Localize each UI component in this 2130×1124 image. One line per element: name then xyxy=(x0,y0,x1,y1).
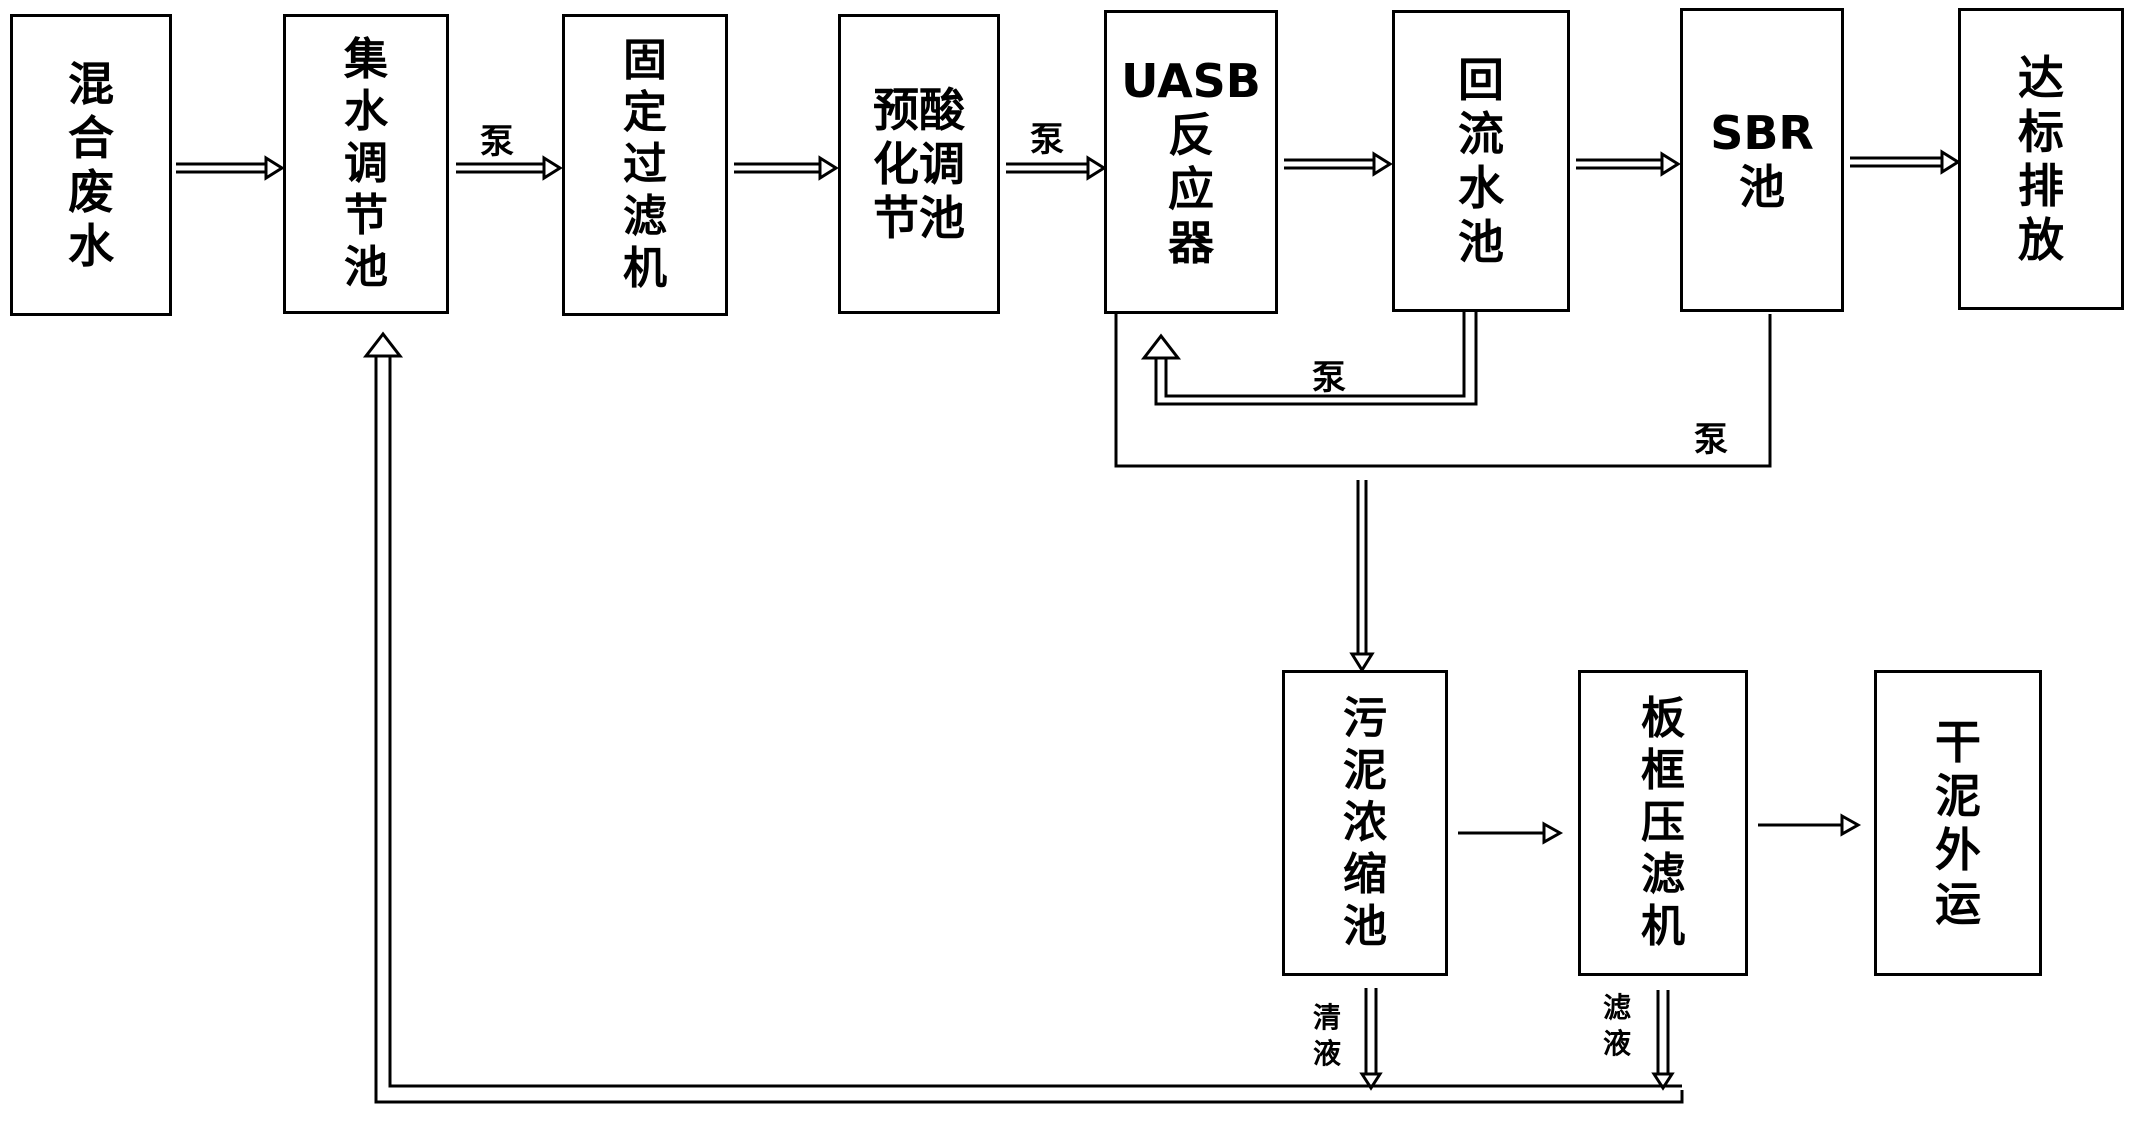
node-uasb-reactor: UASB 反 应 器 xyxy=(1104,10,1278,314)
filtrate-label: 滤 液 xyxy=(1602,991,1631,1060)
node-fixed-filter-label: 固 定 过 滤 机 xyxy=(623,35,667,294)
arrow-reflux-to-sbr xyxy=(1576,151,1681,177)
node-discharge: 达 标 排 放 xyxy=(1958,8,2124,310)
node-filter-press-label: 板 框 压 滤 机 xyxy=(1641,693,1685,952)
node-fixed-filter: 固 定 过 滤 机 xyxy=(562,14,728,316)
filtrate-pipe xyxy=(1651,990,1675,1091)
arrow-collection-to-filter xyxy=(456,155,563,181)
arrow-preacid-to-uasb xyxy=(1006,155,1107,181)
arrow-press-to-dry-sludge xyxy=(1758,813,1862,837)
node-sbr-tank: SBR 池 xyxy=(1680,8,1844,312)
node-preacid-tank-label: 预酸 化调 节池 xyxy=(873,83,965,245)
node-dry-sludge: 干 泥 外 运 xyxy=(1874,670,2042,976)
node-discharge-label: 达 标 排 放 xyxy=(2018,51,2064,267)
node-filter-press: 板 框 压 滤 机 xyxy=(1578,670,1748,976)
node-collection-tank-label: 集 水 调 节 池 xyxy=(344,34,388,293)
pump-label-4: 泵 xyxy=(1694,420,1728,460)
node-sbr-tank-label: SBR 池 xyxy=(1710,106,1814,214)
sludge-line xyxy=(1114,312,1772,673)
node-sludge-thickener: 污 泥 浓 缩 池 xyxy=(1282,670,1448,976)
pump-label-2: 泵 xyxy=(1030,120,1064,160)
supernatant-label: 清 液 xyxy=(1312,1001,1341,1070)
node-mixed-wastewater-label: 混 合 废 水 xyxy=(68,57,114,273)
supernatant-pipe xyxy=(1359,988,1383,1091)
node-collection-tank: 集 水 调 节 池 xyxy=(283,14,449,314)
arrow-return-to-collection xyxy=(362,331,1684,1104)
node-preacid-tank: 预酸 化调 节池 xyxy=(838,14,1000,314)
node-reflux-tank: 回 流 水 池 xyxy=(1392,10,1570,312)
pump-label-1: 泵 xyxy=(480,122,514,162)
node-uasb-reactor-label: UASB 反 应 器 xyxy=(1121,54,1261,270)
pump-label-3: 泵 xyxy=(1312,358,1346,398)
arrow-uasb-to-reflux xyxy=(1284,151,1393,177)
node-reflux-tank-label: 回 流 水 池 xyxy=(1458,53,1504,269)
node-dry-sludge-label: 干 泥 外 运 xyxy=(1935,715,1981,931)
arrow-wastewater-to-collection xyxy=(176,155,285,181)
arrow-sbr-to-discharge xyxy=(1850,149,1961,175)
arrow-filter-to-preacid xyxy=(734,155,839,181)
arrow-thickener-to-press xyxy=(1458,821,1564,845)
node-sludge-thickener-label: 污 泥 浓 缩 池 xyxy=(1343,693,1387,952)
arrow-reflux-return-to-uasb xyxy=(1140,312,1478,406)
node-mixed-wastewater: 混 合 废 水 xyxy=(10,14,172,316)
